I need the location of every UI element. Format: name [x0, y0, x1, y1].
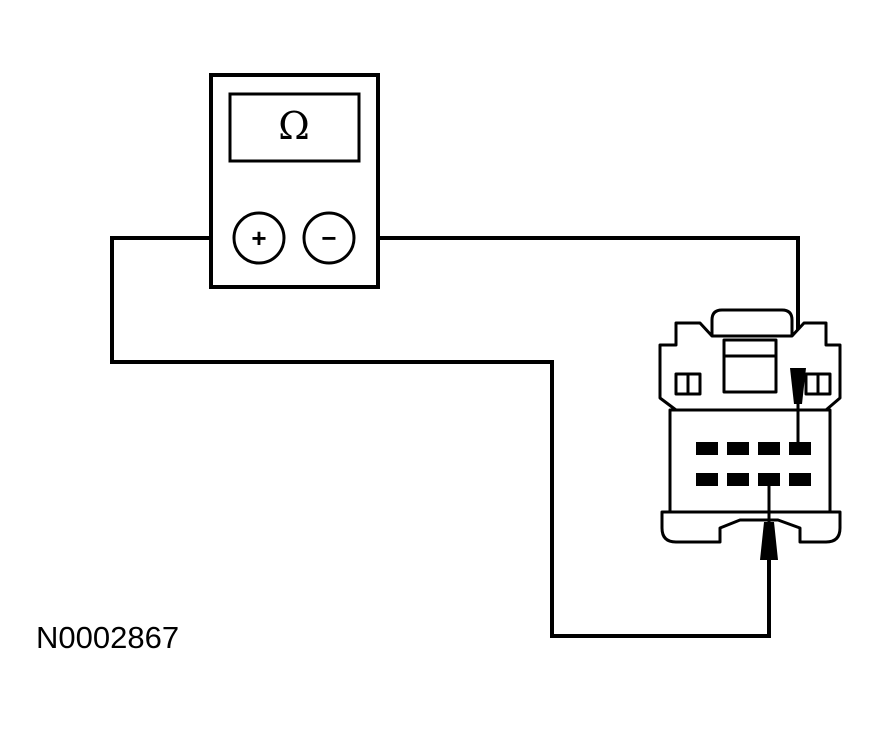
pin [696, 442, 718, 455]
pin [789, 473, 811, 486]
connector-lower-flange [660, 510, 842, 544]
pin [727, 442, 749, 455]
negative-probe-tip [790, 368, 806, 404]
connector-pins [696, 442, 811, 486]
connector-latch-window [722, 338, 778, 394]
negative-terminal[interactable] [302, 211, 356, 265]
connector-lock-tab [710, 308, 794, 336]
positive-probe-tip [760, 522, 778, 560]
positive-probe [760, 486, 778, 560]
pin [758, 442, 780, 455]
pin [696, 473, 718, 486]
meter-display [228, 92, 361, 163]
negative-probe [790, 368, 806, 444]
figure-code: N0002867 [36, 620, 180, 655]
ohm-symbol: Ω [278, 104, 310, 148]
ohmmeter: Ω + − [209, 73, 380, 289]
negative-lead-wire [352, 236, 800, 368]
pin [789, 442, 811, 455]
connector-main-body [668, 408, 832, 514]
negative-terminal-label: − [321, 223, 336, 253]
pin [727, 473, 749, 486]
positive-terminal[interactable] [232, 211, 286, 265]
positive-terminal-label: + [251, 223, 266, 253]
positive-lead-wire [110, 236, 771, 638]
pin [758, 473, 780, 486]
electrical-connector [658, 308, 842, 544]
